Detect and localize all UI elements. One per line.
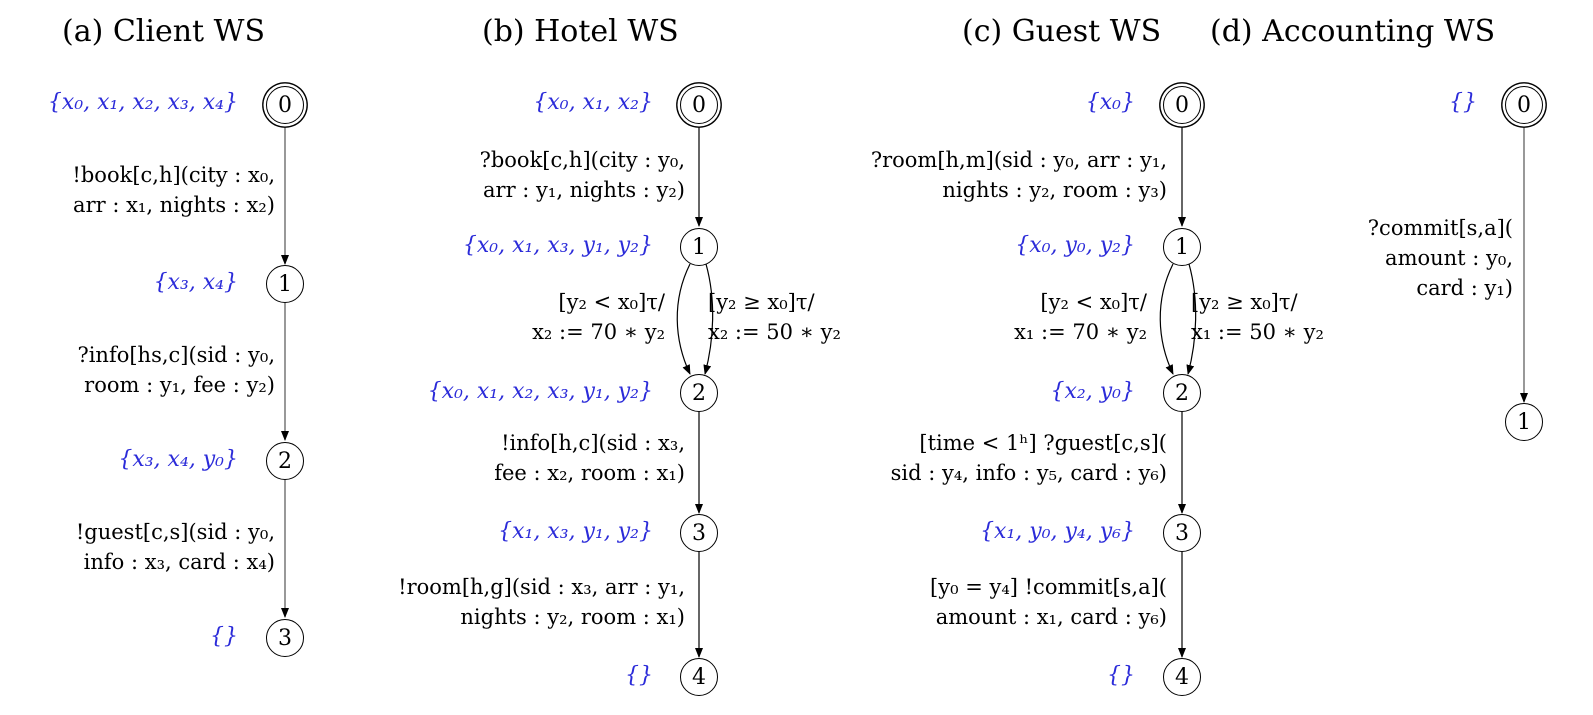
hotel-vars-1: {x₀, x₁, x₃, y₁, y₂} <box>462 233 653 258</box>
client-transition-0-1-line1: !book[c,h](city : x₀, <box>72 163 275 187</box>
guest-transition-3-4-line1: [y₀ = y₄] !commit[s,a]( <box>930 575 1167 599</box>
hotel-transition-3-4-line2: nights : y₂, room : x₁) <box>460 605 685 629</box>
hotel-vars-2: {x₀, x₁, x₂, x₃, y₁, y₂} <box>427 379 653 404</box>
guest-vars-2: {x₂, y₀} <box>1050 379 1135 404</box>
panel-title-client: (a) Client WS <box>62 14 266 49</box>
hotel-transition-1-2-left-line1: [y₂ < x₀]τ/ <box>558 290 665 314</box>
client-vars-0: {x₀, x₁, x₂, x₃, x₄} <box>47 90 238 115</box>
panel-title-guest: (c) Guest WS <box>962 14 1162 49</box>
guest-transition-1-2-left: [y₂ < x₀]τ/ x₁ := 70 ∗ y₂ <box>1014 287 1147 347</box>
guest-state-0: 0 <box>1163 86 1201 124</box>
client-vars-2: {x₃, x₄, y₀} <box>118 447 238 472</box>
accounting-transition-0-1: ?commit[s,a]( amount : y₀, card : y₁) <box>1368 213 1513 303</box>
guest-vars-3: {x₁, y₀, y₄, y₆} <box>980 519 1135 544</box>
accounting-transition-0-1-line2: amount : y₀, <box>1385 246 1513 270</box>
guest-transition-1-2-left-line1: [y₂ < x₀]τ/ <box>1040 290 1147 314</box>
guest-transition-3-4: [y₀ = y₄] !commit[s,a]( amount : x₁, car… <box>930 572 1167 632</box>
guest-transition-1-2-left-line2: x₁ := 70 ∗ y₂ <box>1014 320 1147 344</box>
hotel-transition-3-4: !room[h,g](sid : x₃, arr : y₁, nights : … <box>398 572 685 632</box>
client-transition-1-2-line1: ?info[hs,c](sid : y₀, <box>77 343 275 367</box>
hotel-state-4: 4 <box>680 658 718 696</box>
guest-vars-1: {x₀, y₀, y₂} <box>1015 233 1135 258</box>
guest-state-3: 3 <box>1163 514 1201 552</box>
guest-transition-1-2-right: [y₂ ≥ x₀]τ/ x₁ := 50 ∗ y₂ <box>1191 287 1324 347</box>
edge-hotel-1-2-right <box>703 263 714 375</box>
client-transition-2-3: !guest[c,s](sid : y₀, info : x₃, card : … <box>76 517 275 577</box>
hotel-transition-2-3-line2: fee : x₂, room : x₁) <box>494 461 685 485</box>
guest-state-4: 4 <box>1163 658 1201 696</box>
client-transition-1-2-line2: room : y₁, fee : y₂) <box>84 373 275 397</box>
guest-vars-4: {} <box>1107 663 1135 688</box>
guest-transition-2-3-line2: sid : y₄, info : y₅, card : y₆) <box>890 461 1167 485</box>
accounting-state-1: 1 <box>1505 403 1543 441</box>
hotel-transition-1-2-right-line2: x₂ := 50 ∗ y₂ <box>708 320 841 344</box>
hotel-transition-2-3: !info[h,c](sid : x₃, fee : x₂, room : x₁… <box>494 428 685 488</box>
hotel-transition-0-1: ?book[c,h](city : y₀, arr : y₁, nights :… <box>480 145 685 205</box>
guest-vars-0: {x₀} <box>1085 90 1135 115</box>
panel-title-hotel: (b) Hotel WS <box>482 14 679 49</box>
panel-title-accounting: (d) Accounting WS <box>1210 14 1496 49</box>
client-state-3: 3 <box>266 619 304 657</box>
hotel-transition-0-1-line2: arr : y₁, nights : y₂) <box>483 178 685 202</box>
guest-transition-1-2-right-line2: x₁ := 50 ∗ y₂ <box>1191 320 1324 344</box>
client-state-0: 0 <box>266 86 304 124</box>
hotel-transition-1-2-left: [y₂ < x₀]τ/ x₂ := 70 ∗ y₂ <box>532 287 665 347</box>
hotel-transition-1-2-right-line1: [y₂ ≥ x₀]τ/ <box>708 290 815 314</box>
guest-transition-3-4-line2: amount : x₁, card : y₆) <box>935 605 1167 629</box>
edge-guest-1-2-left <box>1159 263 1174 375</box>
guest-transition-0-1-line1: ?room[h,m](sid : y₀, arr : y₁, <box>870 148 1167 172</box>
client-transition-2-3-line1: !guest[c,s](sid : y₀, <box>75 520 275 544</box>
accounting-state-0: 0 <box>1505 86 1543 124</box>
client-transition-1-2: ?info[hs,c](sid : y₀, room : y₁, fee : y… <box>77 340 275 400</box>
guest-state-2: 2 <box>1163 374 1201 412</box>
client-vars-3: {} <box>210 624 238 649</box>
client-transition-0-1: !book[c,h](city : x₀, arr : x₁, nights :… <box>72 160 275 220</box>
guest-transition-2-3-line1: [time < 1ʰ] ?guest[c,s]( <box>919 431 1167 455</box>
hotel-transition-0-1-line1: ?book[c,h](city : y₀, <box>479 148 685 172</box>
guest-transition-1-2-right-line1: [y₂ ≥ x₀]τ/ <box>1191 290 1298 314</box>
hotel-vars-3: {x₁, x₃, y₁, y₂} <box>498 519 653 544</box>
accounting-transition-0-1-line1: ?commit[s,a]( <box>1367 216 1513 240</box>
hotel-vars-0: {x₀, x₁, x₂} <box>533 90 653 115</box>
client-transition-2-3-line2: info : x₃, card : x₄) <box>83 550 275 574</box>
hotel-state-3: 3 <box>680 514 718 552</box>
accounting-transition-0-1-line3: card : y₁) <box>1416 276 1513 300</box>
edge-guest-1-2-right <box>1186 263 1197 375</box>
hotel-vars-4: {} <box>625 663 653 688</box>
client-transition-0-1-line2: arr : x₁, nights : x₂) <box>73 193 275 217</box>
hotel-state-0: 0 <box>680 86 718 124</box>
hotel-transition-2-3-line1: !info[h,c](sid : x₃, <box>501 431 685 455</box>
edge-hotel-1-2-left <box>676 263 691 375</box>
client-state-2: 2 <box>266 442 304 480</box>
hotel-state-2: 2 <box>680 374 718 412</box>
guest-state-1: 1 <box>1163 228 1201 266</box>
guest-transition-0-1-line2: nights : y₂, room : y₃) <box>942 178 1167 202</box>
client-vars-1: {x₃, x₄} <box>153 270 238 295</box>
guest-transition-2-3: [time < 1ʰ] ?guest[c,s]( sid : y₄, info … <box>891 428 1167 488</box>
hotel-transition-1-2-right: [y₂ ≥ x₀]τ/ x₂ := 50 ∗ y₂ <box>708 287 841 347</box>
hotel-transition-3-4-line1: !room[h,g](sid : x₃, arr : y₁, <box>398 575 685 599</box>
guest-transition-0-1: ?room[h,m](sid : y₀, arr : y₁, nights : … <box>871 145 1167 205</box>
client-state-1: 1 <box>266 265 304 303</box>
accounting-vars-0: {} <box>1449 90 1477 115</box>
hotel-state-1: 1 <box>680 228 718 266</box>
hotel-transition-1-2-left-line2: x₂ := 70 ∗ y₂ <box>532 320 665 344</box>
